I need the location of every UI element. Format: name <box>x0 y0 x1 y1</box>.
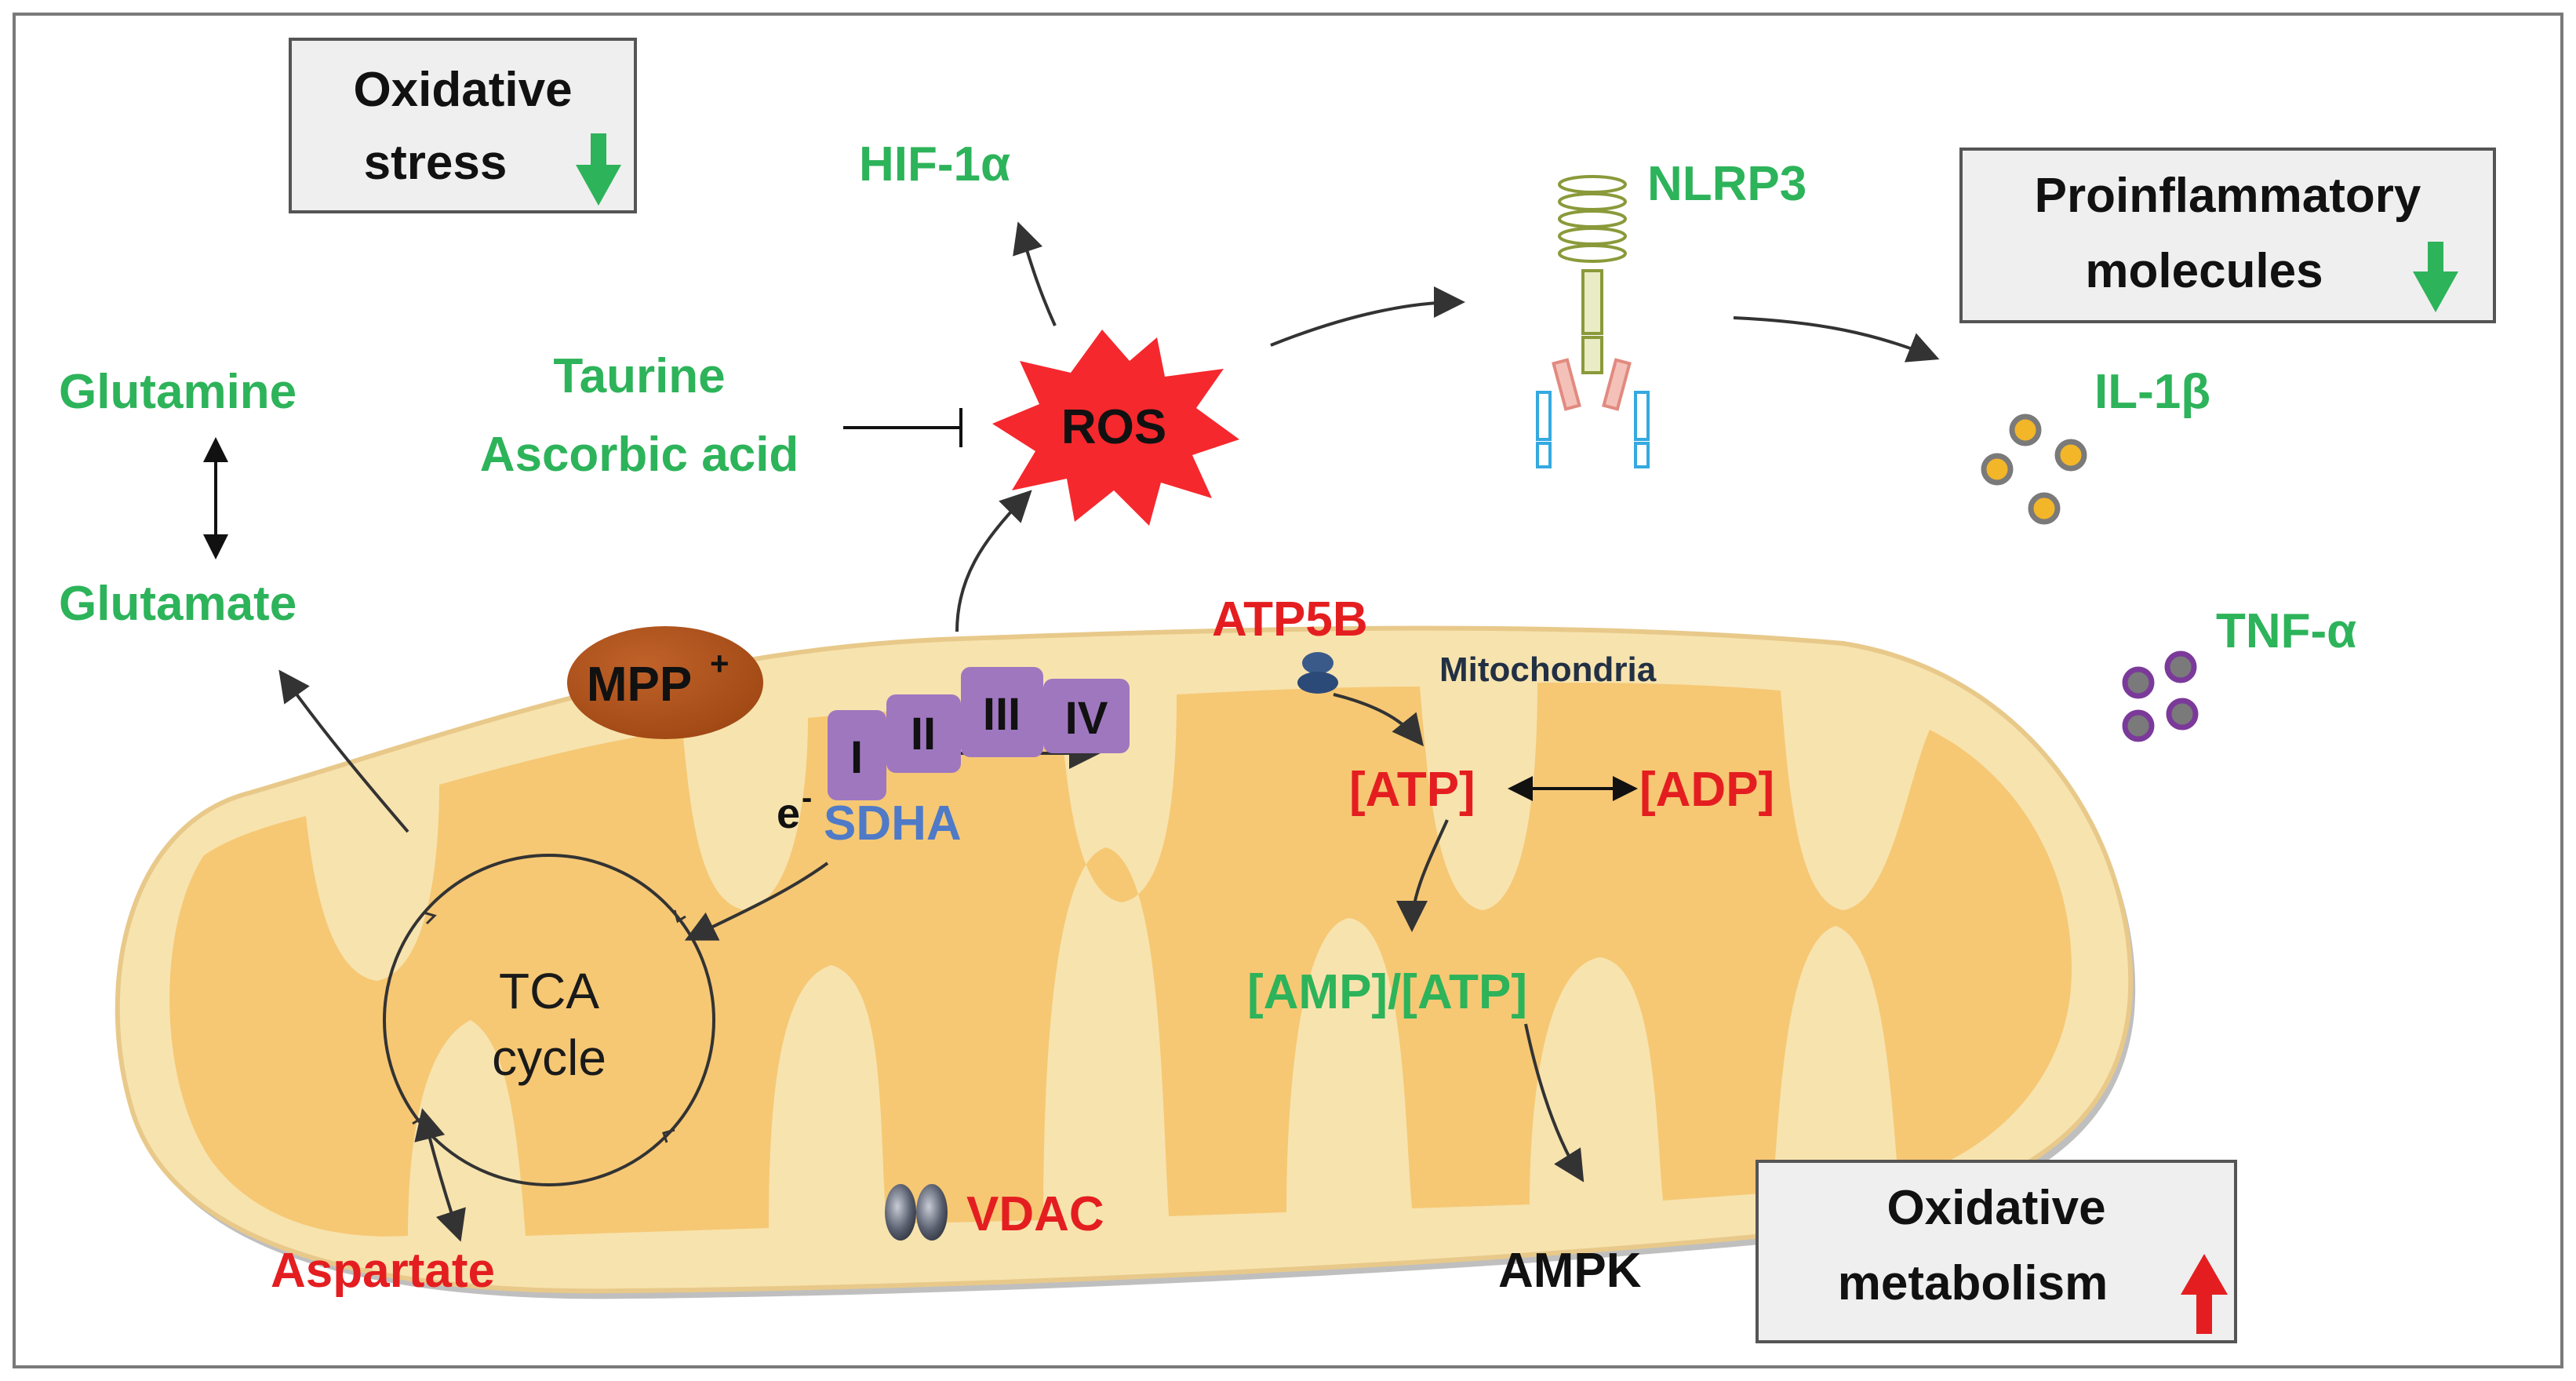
atp-label: [ATP] <box>1349 763 1475 817</box>
ros-to-hif1a-arrow <box>1013 221 1057 326</box>
oxidative-metabolism-line2: metabolism <box>1838 1256 2108 1310</box>
electron-label: e <box>777 790 800 837</box>
complex-iv-label: IV <box>1065 693 1108 744</box>
oxidative-stress-line2: stress <box>364 136 508 190</box>
mitochondrion <box>115 625 2136 1299</box>
atp5b-channel-icon <box>1297 652 1338 694</box>
nlrp3-label: NLRP3 <box>1647 157 1806 211</box>
green-down-arrow-icon <box>576 133 621 206</box>
ros-burst: ROS <box>992 330 1239 526</box>
nlrp3-to-il1b-arrow <box>1733 316 1940 363</box>
vdac-label: VDAC <box>966 1187 1104 1241</box>
ros-star-icon <box>992 330 1239 526</box>
complex-i-box <box>828 710 886 800</box>
complex-ii-label: II <box>911 709 936 760</box>
complex-ii-box <box>886 694 961 773</box>
tnfa-molecules-icon <box>2122 650 2199 742</box>
proinflammatory-line2: molecules <box>2085 244 2323 298</box>
oxidative-metabolism-line1: Oxidative <box>1887 1181 2105 1235</box>
complex-iii-box <box>961 667 1043 757</box>
tca-line2: cycle <box>492 1029 606 1086</box>
oxidative-stress-box: Oxidative stress <box>289 38 637 213</box>
cristae <box>169 683 2072 1237</box>
mpp-label: MPP <box>587 658 692 712</box>
hif1a-label: HIF-1α <box>859 137 1010 191</box>
green-down-arrow-icon <box>2413 242 2458 312</box>
oxidative-metabolism-box: Oxidative metabolism <box>1756 1160 2237 1343</box>
vdac-channel-icon <box>885 1184 948 1241</box>
complex-to-ros-arrow <box>955 490 1032 632</box>
proinflammatory-line1: Proinflammatory <box>2035 169 2421 223</box>
red-up-arrow-icon <box>2181 1254 2228 1334</box>
respiratory-complexes: I II III IV <box>828 667 1130 800</box>
ros-label: ROS <box>1061 400 1166 454</box>
il1b-label: IL-1β <box>2094 365 2210 419</box>
aspartate-label: Aspartate <box>271 1244 495 1298</box>
mitochondria-label: Mitochondria <box>1439 650 1657 689</box>
taurine-label: Taurine <box>553 349 725 403</box>
atp-to-amp-arrow <box>1396 819 1449 932</box>
sdha-label: SDHA <box>824 796 962 851</box>
ampk-label: AMPK <box>1498 1244 1642 1298</box>
proinflammatory-box: Proinflammatory molecules <box>1959 148 2496 323</box>
tca-line1: TCA <box>499 963 599 1019</box>
inhibition-bar <box>843 408 962 447</box>
oxidative-stress-line1: Oxidative <box>353 63 572 117</box>
electron-superscript: - <box>802 781 812 815</box>
complex-iii-label: III <box>983 689 1021 740</box>
glutamate-label: Glutamate <box>59 577 297 631</box>
il1b-molecules-icon <box>1981 414 2087 525</box>
amp-atp-ratio-label: [AMP]/[ATP] <box>1247 965 1527 1019</box>
atp5b-to-atp-arrow <box>1333 693 1424 747</box>
nlrp3-inflammasome-icon <box>1536 175 1650 468</box>
glutamine-label: Glutamine <box>59 365 297 419</box>
atp5b-label: ATP5B <box>1212 592 1368 647</box>
mpp-superscript: + <box>710 645 730 682</box>
complex-i-label: I <box>850 732 863 783</box>
sdha-to-tca-arrow <box>684 862 829 941</box>
ros-to-nlrp3-arrow <box>1270 286 1465 347</box>
mpp-molecule: MPP + <box>567 626 763 739</box>
tca-to-glutamate-arrow <box>278 669 409 833</box>
tca-cycle: TCA cycle <box>383 854 715 1186</box>
amp-to-ampk-arrow <box>1524 1023 1585 1182</box>
adp-label: [ADP] <box>1639 763 1774 817</box>
ascorbic-acid-label: Ascorbic acid <box>480 428 799 482</box>
complex-iv-box <box>1043 679 1130 753</box>
tnfa-label: TNF-α <box>2216 604 2356 658</box>
